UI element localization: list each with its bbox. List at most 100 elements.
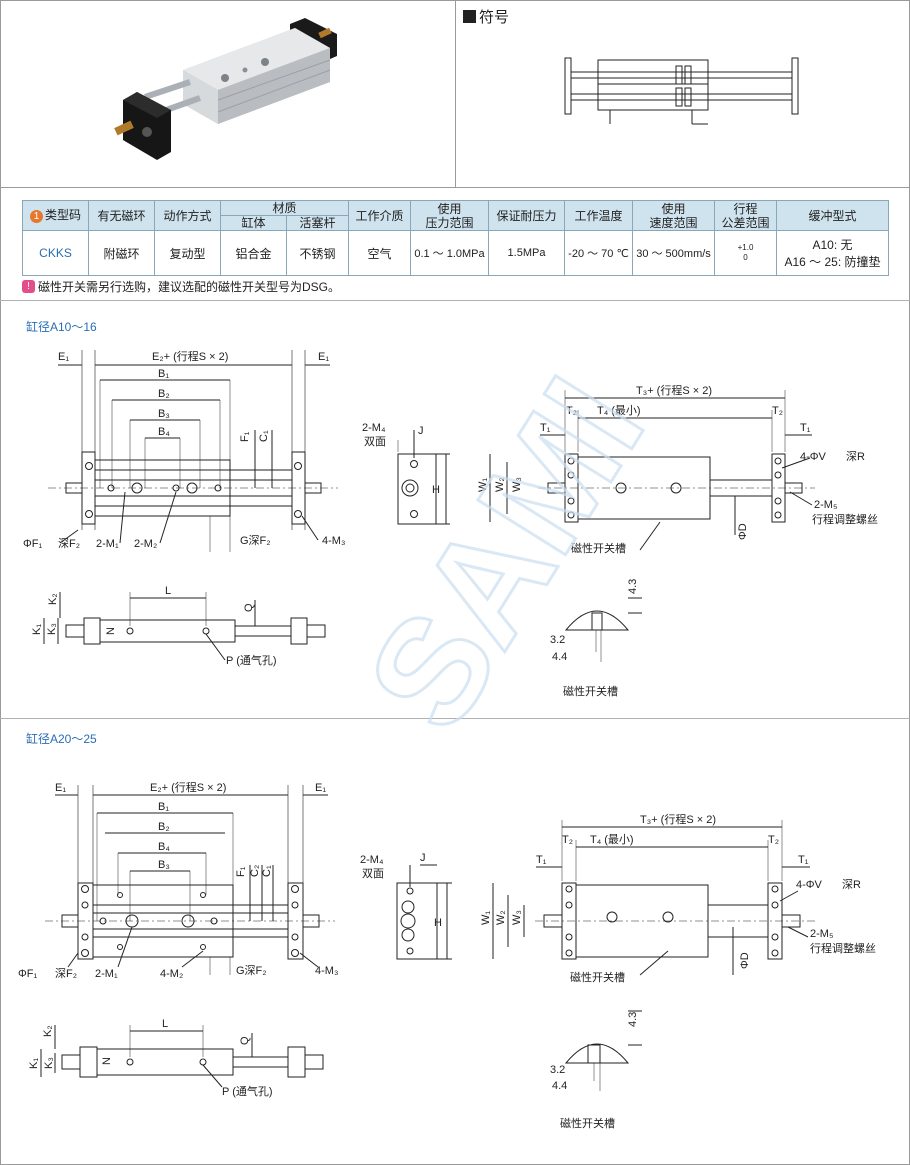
th-material: 材质 bbox=[220, 200, 349, 216]
label-k2: K₂ bbox=[47, 593, 59, 605]
label-t2-left: T₂ bbox=[566, 405, 577, 417]
label-m1: 2-M₁ bbox=[96, 538, 119, 550]
end-view-2: 2-M₄ 双面 J H bbox=[360, 852, 452, 960]
label-v: 4-ΦV bbox=[800, 451, 827, 463]
label-t1-left: T₁ bbox=[540, 422, 551, 434]
label-slot-1: 磁性开关槽 bbox=[571, 541, 626, 555]
end-view-1: 2-M₄ 双面 J H bbox=[362, 422, 450, 525]
label2-w1: W₁ bbox=[480, 911, 492, 925]
label2-adj: 行程调整螺丝 bbox=[810, 941, 876, 955]
label-b3: B₃ bbox=[158, 408, 170, 420]
th-action: 动作方式 bbox=[154, 200, 221, 231]
td-medium: 空气 bbox=[348, 230, 411, 276]
label-e2: E₂+ (行程S × 2) bbox=[152, 350, 228, 363]
label-m5: 2-M₅ bbox=[814, 499, 837, 511]
label-m3: 4-M₃ bbox=[322, 535, 345, 547]
label2-e2: E₂+ (行程S × 2) bbox=[150, 781, 226, 794]
drawing-a10-16: E₁ E₂+ (行程S × 2) E₁ B₁ B₂ B₃ B₄ F₁ C₁ ΦF… bbox=[23, 350, 878, 698]
label2-t1-right: T₁ bbox=[798, 854, 809, 866]
slot-detail-1: 4.3 3.2 4.4 磁性开关槽 bbox=[550, 579, 642, 698]
label-l: L bbox=[165, 585, 171, 597]
label-n: N bbox=[105, 627, 117, 635]
label2-3-2: 3.2 bbox=[550, 1064, 565, 1076]
td-temp: -20 ～ 70 ℃ bbox=[564, 230, 633, 276]
square-bullet-icon bbox=[463, 10, 476, 23]
td-rod: 不锈钢 bbox=[286, 230, 349, 276]
divider-2 bbox=[0, 718, 910, 719]
info-icon: ! bbox=[22, 280, 35, 293]
label2-v: 4-ΦV bbox=[796, 879, 823, 891]
label-phif1: ΦF₁ bbox=[23, 538, 42, 550]
td-magnet: 附磁环 bbox=[88, 230, 155, 276]
label-t3: T₃+ (行程S × 2) bbox=[636, 384, 712, 397]
badge-icon: 1 bbox=[29, 210, 43, 223]
label2-twoside: 双面 bbox=[362, 867, 384, 880]
label2-t2-left: T₂ bbox=[562, 834, 573, 846]
label2-k2: K₂ bbox=[42, 1025, 54, 1037]
label2-w2: W₂ bbox=[495, 910, 507, 925]
cylinder-symbol bbox=[564, 57, 799, 125]
label2-f1: F₁ bbox=[235, 866, 247, 877]
note: ! 磁性开关需另行选购，建议选配的磁性开关型号为DSG。 bbox=[22, 278, 340, 295]
divider-1 bbox=[0, 300, 910, 301]
label2-depth-r: 深R bbox=[842, 878, 861, 891]
label2-t3: T₃+ (行程S × 2) bbox=[640, 813, 716, 826]
label-p: P (通气孔) bbox=[226, 653, 277, 667]
label2-m5: 2-M₅ bbox=[810, 928, 833, 940]
label-c1: C₁ bbox=[258, 430, 270, 442]
label-b1: B₁ bbox=[158, 368, 169, 380]
front-view-1: K₂ K₁ K₃ L N Q P (通气孔) bbox=[31, 585, 326, 667]
label2-phid: ΦD bbox=[739, 952, 751, 969]
section-title-a20-25: 缸径A20～25 bbox=[26, 732, 97, 746]
label2-m2: 4-M₂ bbox=[160, 968, 183, 980]
td-model: CKKS bbox=[22, 230, 89, 276]
label-4-3: 4.3 bbox=[627, 579, 639, 594]
label-e1-left: E₁ bbox=[58, 351, 69, 363]
th-proof: 保证耐压力 bbox=[488, 200, 565, 231]
td-body: 铝合金 bbox=[220, 230, 287, 276]
label-t4: T₄ (最小) bbox=[597, 404, 641, 417]
label2-k3: K₃ bbox=[43, 1057, 55, 1069]
label2-q: Q bbox=[239, 1036, 251, 1045]
label-b2: B₂ bbox=[158, 388, 170, 400]
label2-c1: C₁ bbox=[261, 865, 273, 877]
label-4-4: 4.4 bbox=[552, 651, 567, 663]
label2-g: G深F₂ bbox=[236, 964, 267, 977]
label2-e1-left: E₁ bbox=[55, 782, 66, 794]
label-3-2: 3.2 bbox=[550, 634, 565, 646]
top-panel: 符号 bbox=[0, 0, 910, 188]
section-title-a10-16: 缸径A10～16 bbox=[26, 320, 97, 334]
label2-h: H bbox=[434, 917, 442, 929]
label2-b1: B₁ bbox=[158, 801, 169, 813]
label2-l: L bbox=[162, 1018, 168, 1030]
label-w2: W₂ bbox=[494, 477, 506, 492]
label-k3: K₃ bbox=[46, 623, 58, 635]
label-k1: K₁ bbox=[31, 624, 43, 635]
td-speed: 30 ～ 500mm/s bbox=[632, 230, 715, 276]
label2-n: N bbox=[101, 1057, 113, 1065]
th-stroke: 行程公差范围 bbox=[714, 200, 777, 231]
label-g: G深F₂ bbox=[240, 534, 271, 547]
label-h: H bbox=[432, 484, 440, 496]
drawing-a20-25: E₁ E₂+ (行程S × 2) E₁ B₁ B₂ B₄ B₃ F₁ C₂ C₁… bbox=[18, 781, 876, 1130]
label2-slot: 磁性开关槽 bbox=[570, 970, 625, 984]
th-rod: 活塞杆 bbox=[286, 215, 349, 231]
label-t2-right: T₂ bbox=[772, 405, 783, 417]
slot-detail-2: 4.3 3.2 4.4 磁性开关槽 bbox=[550, 1010, 642, 1130]
label2-phif1: ΦF₁ bbox=[18, 968, 37, 980]
label2-b3: B₃ bbox=[158, 859, 170, 871]
label2-4-4: 4.4 bbox=[552, 1080, 567, 1092]
label2-e1-right: E₁ bbox=[315, 782, 326, 794]
label-adj: 行程调整螺丝 bbox=[812, 512, 878, 526]
label-depth-r: 深R bbox=[846, 450, 865, 463]
label2-m3: 4-M₃ bbox=[315, 965, 338, 977]
label2-k1: K₁ bbox=[28, 1058, 40, 1069]
label2-b4: B₄ bbox=[158, 841, 170, 853]
th-magnet: 有无磁环 bbox=[88, 200, 155, 231]
label2-t4: T₄ (最小) bbox=[590, 833, 634, 846]
side-view-2: T₃+ (行程S × 2) T₄ (最小) T₂ T₂ T₁ T₁ W₁ W₂ … bbox=[480, 813, 876, 984]
label-f1: F₁ bbox=[239, 431, 251, 442]
